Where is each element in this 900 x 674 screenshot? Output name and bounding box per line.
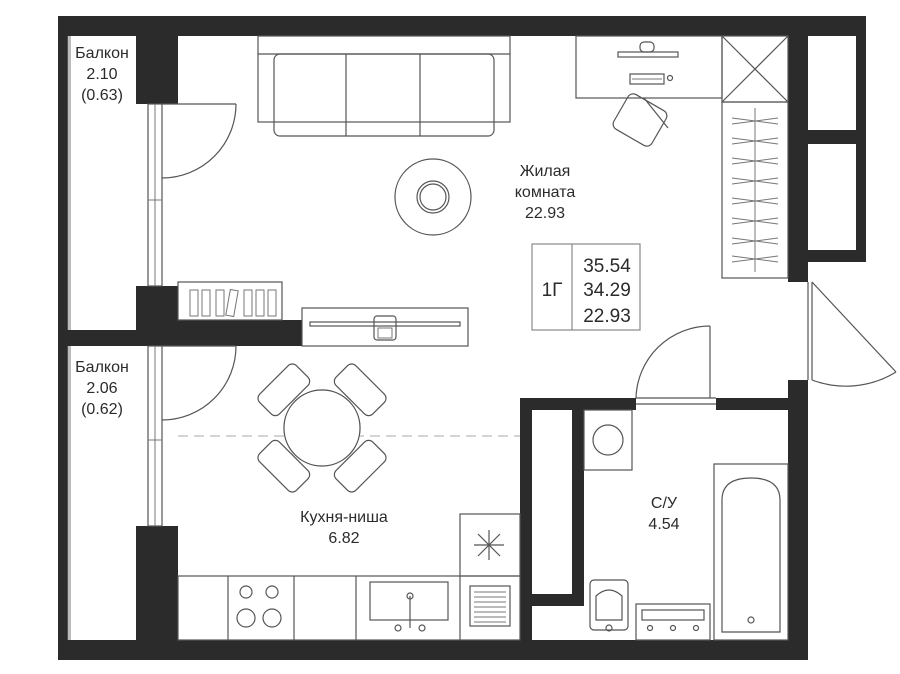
kitchen-name: Кухня-ниша <box>300 509 388 526</box>
summary-table: 1Г 35.54 34.29 22.93 <box>531 243 641 331</box>
dining-set <box>178 363 520 493</box>
living-area-label: 22.93 <box>525 205 565 222</box>
balcony-glazing <box>67 36 163 640</box>
sofa <box>257 35 511 137</box>
doors <box>161 103 897 421</box>
apartment-type: 1Г <box>542 280 563 301</box>
balcony-bottom-name: Балкон <box>75 359 129 376</box>
bathroom-area: 4.54 <box>648 516 679 533</box>
balcony-bottom-area-sub: (0.62) <box>81 401 123 418</box>
kitchen-counter <box>177 513 521 641</box>
balcony-top-name: Балкон <box>75 45 129 62</box>
living-area: 22.93 <box>583 306 631 327</box>
bathroom-fixtures <box>583 409 789 641</box>
area-no-balcony: 34.29 <box>583 280 631 301</box>
walls <box>58 16 866 660</box>
bookshelf <box>177 281 283 321</box>
kitchen-area: 6.82 <box>328 530 359 547</box>
tv-stand <box>301 307 469 347</box>
total-area: 35.54 <box>583 256 631 277</box>
living-name-1: Жилая <box>520 163 571 180</box>
round-rug <box>394 158 472 236</box>
balcony-bottom-area: 2.06 <box>86 380 117 397</box>
desk <box>575 35 723 147</box>
balcony-top-area: 2.10 <box>86 66 117 83</box>
balcony-top-area-sub: (0.63) <box>81 87 123 104</box>
living-name-2: комната <box>515 184 576 201</box>
wardrobe <box>721 35 789 279</box>
room-labels: Балкон 2.10 (0.63) Балкон 2.06 (0.62) Жи… <box>75 45 680 547</box>
niche-boxes <box>808 36 856 250</box>
bathroom-name: С/У <box>651 495 678 512</box>
